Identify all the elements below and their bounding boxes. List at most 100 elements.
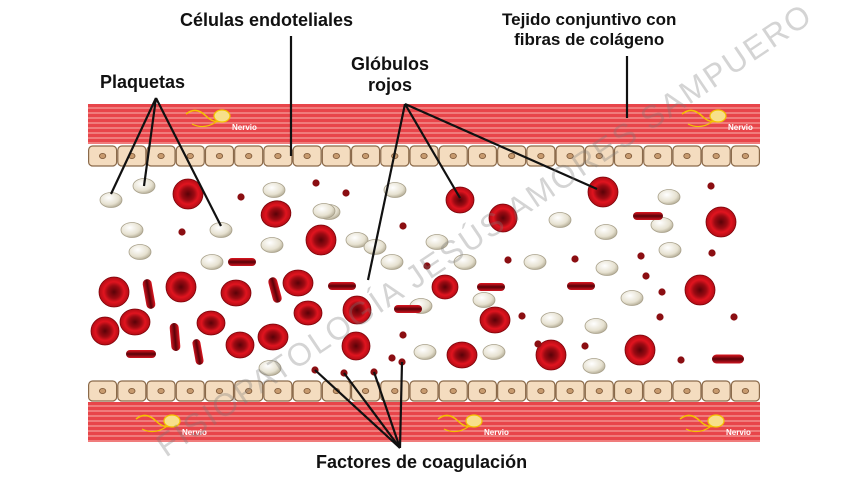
red-blood-cell (305, 224, 337, 256)
rbc-side-body (169, 323, 181, 351)
clotting-factor (642, 272, 650, 280)
red-blood-cells-text-line2: rojos (367, 75, 412, 95)
rbc-body (90, 316, 120, 346)
platelet (620, 290, 644, 306)
red-blood-cell (624, 334, 656, 366)
clotting-factor (178, 228, 186, 236)
cell-nucleus (654, 387, 662, 394)
red-blood-cell-side (126, 350, 156, 358)
cell-nucleus (449, 152, 457, 159)
clotting-factor (708, 249, 716, 257)
cell-nucleus (508, 387, 516, 394)
nerve: Nervio (135, 414, 207, 437)
platelet (200, 254, 224, 270)
clotting-factor (399, 331, 407, 339)
rbc-body (684, 274, 716, 306)
rbc-side-body (126, 350, 156, 358)
platelet (128, 244, 152, 260)
cell-nucleus (303, 152, 311, 159)
clotting-factor (730, 313, 738, 321)
rbc-side-body (394, 305, 422, 313)
red-blood-cell (488, 203, 518, 233)
clotting-factor (656, 313, 664, 321)
rbc-body (535, 339, 567, 371)
platelet (312, 203, 336, 219)
rbc-body (257, 323, 289, 351)
rbc-body (705, 206, 737, 238)
nerve-body (465, 414, 483, 428)
rbc-side-body (477, 283, 505, 291)
platelet (453, 254, 477, 270)
platelet (209, 222, 233, 238)
red-blood-cell (165, 271, 197, 303)
rbc-body (445, 186, 475, 214)
clotting-factor (399, 222, 407, 230)
platelet (120, 222, 144, 238)
red-blood-cell (257, 323, 289, 351)
red-blood-cell (479, 306, 511, 334)
cell-nucleus (537, 387, 545, 394)
cell-nucleus (245, 387, 253, 394)
cell-nucleus (683, 387, 691, 394)
cell-nucleus (99, 152, 107, 159)
red-blood-cell (445, 186, 475, 214)
rbc-side-body (328, 282, 356, 290)
red-blood-cell (90, 316, 120, 346)
platelet-group (99, 178, 682, 376)
cell-nucleus (478, 152, 487, 159)
cell-nucleus (741, 387, 749, 394)
nerve-fiber (687, 121, 713, 128)
cell-nucleus (245, 152, 253, 159)
cell-nucleus (654, 152, 662, 159)
cell-nucleus (420, 152, 428, 159)
red-blood-cell (196, 310, 226, 336)
red-blood-cell-side (712, 354, 744, 364)
red-blood-cell (446, 341, 478, 369)
cell-nucleus (391, 387, 399, 394)
platelet (380, 254, 404, 270)
red-blood-cell-side (633, 212, 663, 220)
platelet (658, 242, 682, 258)
clotting-factor (581, 342, 589, 350)
cell-nucleus (537, 152, 545, 159)
platelet (657, 189, 681, 205)
rbc-body (342, 295, 372, 325)
platelet (260, 237, 284, 253)
nerve-label: Nervio (484, 428, 509, 437)
cell-nucleus (624, 387, 633, 394)
nerve-label: Nervio (728, 123, 753, 132)
cell-nucleus (186, 387, 194, 394)
platelets-label: Plaquetas (100, 72, 185, 93)
rbc-side-body (192, 339, 204, 365)
clotting-factor (342, 189, 350, 197)
cell-nucleus (508, 152, 516, 159)
platelet (345, 232, 369, 248)
leader-factor-2 (343, 372, 401, 449)
cell-nucleus (595, 152, 603, 159)
nerve-fiber (141, 426, 167, 433)
red-blood-cell (260, 200, 292, 228)
nerve-body (709, 109, 727, 123)
platelet (595, 260, 619, 276)
platelet (540, 312, 564, 328)
cell-nucleus (420, 387, 428, 394)
vessel-wall-bottom (88, 402, 760, 442)
nerve-fiber (443, 426, 469, 433)
red-blood-cell (684, 274, 716, 306)
red-blood-cell (342, 295, 372, 325)
red-blood-cell-side (328, 282, 356, 290)
cell-nucleus (332, 152, 340, 159)
nerve: Nervio (437, 414, 509, 437)
cell-nucleus (566, 152, 574, 159)
cell-nucleus (274, 387, 282, 394)
rbc-body (98, 276, 130, 308)
rbc-side-body (633, 212, 663, 220)
endothelial-layer-bottom (87, 380, 761, 402)
nerve-body (163, 414, 181, 428)
clotting-factor-group (178, 179, 738, 377)
cell-nucleus (449, 387, 457, 394)
cell-nucleus (361, 152, 370, 159)
clotting-factor (637, 252, 645, 260)
red-blood-cells-text-line1: Glóbulos (351, 54, 429, 74)
